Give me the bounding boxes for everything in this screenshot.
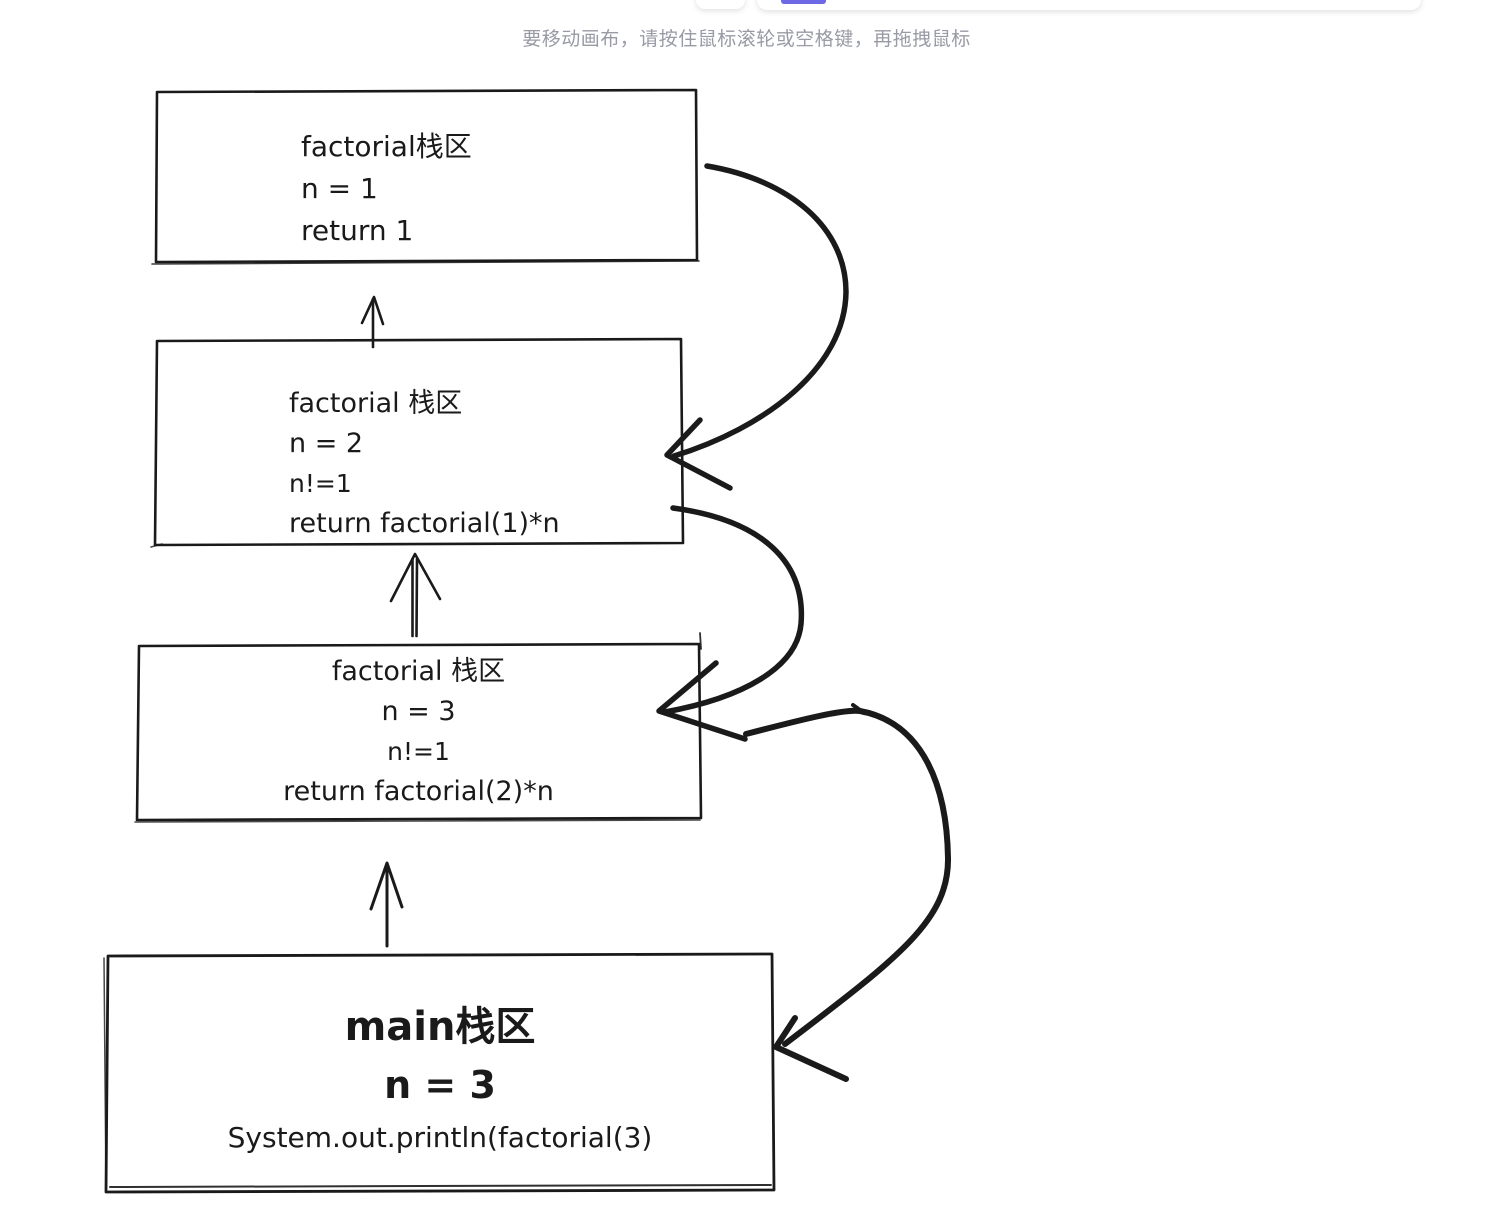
frame-main[interactable]: main栈区 n = 3 System.out.println(factoria… (107, 998, 773, 1162)
frame-box-factorial-n1[interactable] (151, 88, 700, 265)
curved-arrow-n3-to-main[interactable] (743, 703, 952, 1082)
active-tool-highlight[interactable] (781, 0, 826, 4)
toolbar[interactable] (757, 0, 1421, 10)
up-arrow-main-to-n3[interactable] (369, 861, 404, 948)
frame-title: factorial栈区 (301, 130, 472, 163)
frame-title: factorial 栈区 (289, 388, 463, 419)
frame-box-main[interactable] (103, 952, 776, 1194)
frame-line: n!=1 (387, 737, 450, 766)
frame-title: factorial 栈区 (331, 656, 506, 687)
up-arrow-n2-to-n1[interactable] (360, 295, 385, 349)
frame-line: n!=1 (289, 469, 352, 498)
frame-factorial-n3[interactable]: factorial 栈区 n = 3 n!=1 return factorial… (137, 652, 700, 812)
frame-line: n = 2 (289, 428, 364, 459)
frame-line: n = 3 (381, 696, 456, 727)
frame-factorial-n2[interactable]: factorial 栈区 n = 2 n!=1 return factorial… (289, 384, 682, 544)
frame-line: return factorial(1)*n (289, 508, 560, 539)
frame-line: n = 3 (384, 1063, 496, 1107)
frame-line: return factorial(2)*n (283, 776, 554, 807)
frame-factorial-n1[interactable]: factorial栈区 n = 1 return 1 (301, 126, 697, 252)
frame-line: System.out.println(factorial(3) (227, 1121, 653, 1154)
curved-arrow-n2-to-n3[interactable] (656, 505, 805, 742)
frame-line: n = 1 (301, 172, 378, 205)
frame-box-factorial-n2[interactable] (150, 337, 685, 548)
frame-box-factorial-n3[interactable] (134, 632, 703, 823)
canvas-pan-hint: 要移动画布，请按住鼠标滚轮或空格键，再拖拽鼠标 (522, 28, 971, 50)
frame-line: return 1 (301, 214, 414, 247)
curved-arrow-n1-to-n2[interactable] (664, 163, 849, 491)
lock-tool-island[interactable] (696, 0, 745, 9)
up-arrow-n3-to-n2[interactable] (389, 552, 442, 638)
frame-title: main栈区 (344, 1004, 536, 1050)
